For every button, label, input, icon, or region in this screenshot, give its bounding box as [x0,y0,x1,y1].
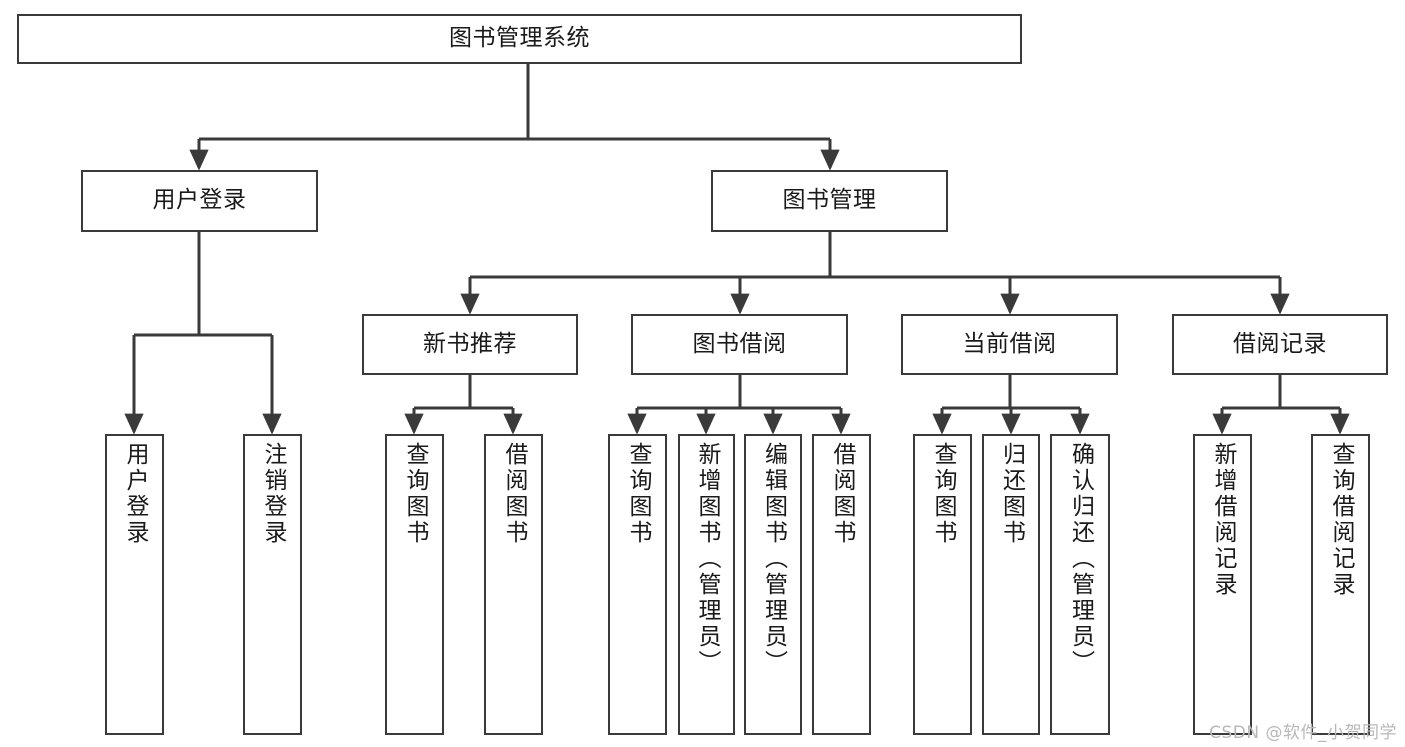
node-user-login[interactable]: 用户登录 [81,170,318,232]
node-book-manage[interactable]: 图书管理 [711,170,948,232]
node-leaf-borrow-book-2-label: 借阅图书 [829,442,855,546]
node-new-book-rec-label: 新书推荐 [423,330,517,357]
node-leaf-add-book[interactable]: 新增图书（管理员） [678,434,735,735]
node-leaf-user-login-label: 用户登录 [122,442,148,546]
node-leaf-add-record[interactable]: 新增借阅记录 [1193,434,1252,735]
node-leaf-query-book-1-label: 查询图书 [402,442,428,546]
node-leaf-query-book-2[interactable]: 查询图书 [608,434,667,735]
node-new-book-rec[interactable]: 新书推荐 [362,314,578,375]
node-borrow-record[interactable]: 借阅记录 [1172,314,1388,375]
node-leaf-borrow-book-2[interactable]: 借阅图书 [812,434,871,735]
watermark: CSDN @软件_小贺同学 [1209,723,1397,743]
node-leaf-logout-label: 注销登录 [260,442,286,546]
node-borrow-record-label: 借阅记录 [1233,330,1327,357]
node-leaf-query-record[interactable]: 查询借阅记录 [1311,434,1370,735]
node-leaf-user-login[interactable]: 用户登录 [105,434,164,735]
node-leaf-add-record-label: 新增借阅记录 [1210,442,1236,598]
node-leaf-query-book-2-label: 查询图书 [625,442,651,546]
node-leaf-query-record-label: 查询借阅记录 [1328,442,1354,598]
node-current-borrow-label: 当前借阅 [962,330,1057,357]
node-root[interactable]: 图书管理系统 [17,14,1022,64]
node-book-manage-label: 图书管理 [782,187,877,214]
node-user-login-label: 用户登录 [152,187,247,214]
node-leaf-borrow-book-1-label: 借阅图书 [501,442,527,546]
node-book-borrow[interactable]: 图书借阅 [631,314,848,375]
node-root-label: 图书管理系统 [449,25,590,52]
node-leaf-query-book-3[interactable]: 查询图书 [913,434,972,735]
node-leaf-edit-book[interactable]: 编辑图书（管理员） [744,434,802,735]
node-leaf-logout[interactable]: 注销登录 [243,434,302,735]
node-leaf-return-book[interactable]: 归还图书 [982,434,1040,735]
node-leaf-add-book-label: 新增图书（管理员） [694,442,720,676]
node-leaf-edit-book-label: 编辑图书（管理员） [760,442,787,676]
node-leaf-query-book-1[interactable]: 查询图书 [385,434,444,735]
node-leaf-return-book-label: 归还图书 [998,442,1025,546]
node-leaf-confirm-return-label: 确认归还（管理员） [1067,442,1094,676]
node-leaf-query-book-3-label: 查询图书 [930,442,956,546]
node-current-borrow[interactable]: 当前借阅 [901,314,1118,375]
node-leaf-borrow-book-1[interactable]: 借阅图书 [484,434,543,735]
node-leaf-confirm-return[interactable]: 确认归还（管理员） [1050,434,1110,735]
node-book-borrow-label: 图书借阅 [692,330,787,357]
